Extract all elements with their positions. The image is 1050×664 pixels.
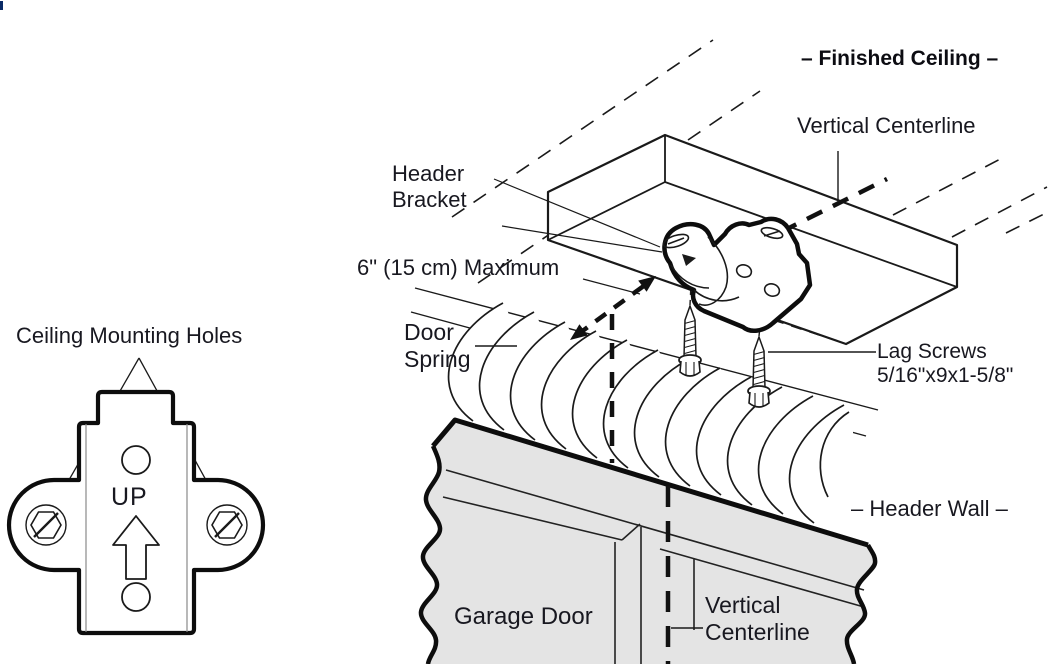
up-marking: UP [111, 483, 148, 511]
vertical-centerline-bottom-label: Vertical Centerline [705, 592, 810, 645]
vertical-centerline-bottom-line2: Centerline [705, 618, 810, 645]
door-spring-label-line2: Spring [404, 345, 471, 372]
max-distance-label: 6" (15 cm) Maximum [357, 255, 560, 280]
door-spring-label-line1: Door [404, 319, 454, 345]
vertical-centerline-top-label: Vertical Centerline [797, 113, 976, 138]
max-distance-leader [582, 278, 641, 295]
ceiling-mounting-hole-top [121, 445, 151, 475]
lag-screws-label: Lag Screws 5/16"x9x1-5/8" [877, 340, 1013, 389]
bracket-outline [6, 389, 266, 636]
vertical-centerline-bottom-line1: Vertical [705, 592, 781, 618]
mounting-ear-screw-left [25, 504, 67, 546]
hidden-beam-edge-dashes [754, 313, 845, 344]
lag-screws-label-line1: Lag Screws [877, 340, 987, 363]
max-distance-arrow [570, 276, 656, 340]
header-bracket-label-line1: Header [392, 161, 465, 186]
ceiling-mounting-holes-label: Ceiling Mounting Holes [16, 323, 243, 348]
ceiling-mounting-hole-bottom [121, 582, 151, 612]
lag-screw [678, 303, 702, 377]
page-corner-mark [0, 1, 3, 10]
door-spring-coil [447, 302, 854, 524]
lag-screws-label-line2: 5/16"x9x1-5/8" [877, 364, 1014, 388]
header-bracket-leaders [493, 178, 663, 253]
finished-ceiling-label: – Finished Ceiling – [801, 47, 999, 70]
door-spring-label: Door Spring [404, 319, 470, 372]
header-bracket-label-line2: Bracket [392, 186, 467, 212]
garage-door-label: Garage Door [454, 603, 593, 630]
bracket-bend-lines [85, 424, 188, 632]
bracket-front-view-drawing [6, 357, 266, 636]
header-wall-and-garage-door [418, 417, 878, 664]
header-wall-label: – Header Wall – [851, 496, 1008, 521]
header-bracket-drawing [662, 216, 813, 333]
header-bracket-label: Header Bracket [392, 161, 467, 212]
beam-centerline-dashes [779, 176, 889, 235]
mounting-ear-screw-right [206, 504, 248, 546]
lag-screw [747, 334, 771, 408]
up-arrow [112, 515, 160, 580]
